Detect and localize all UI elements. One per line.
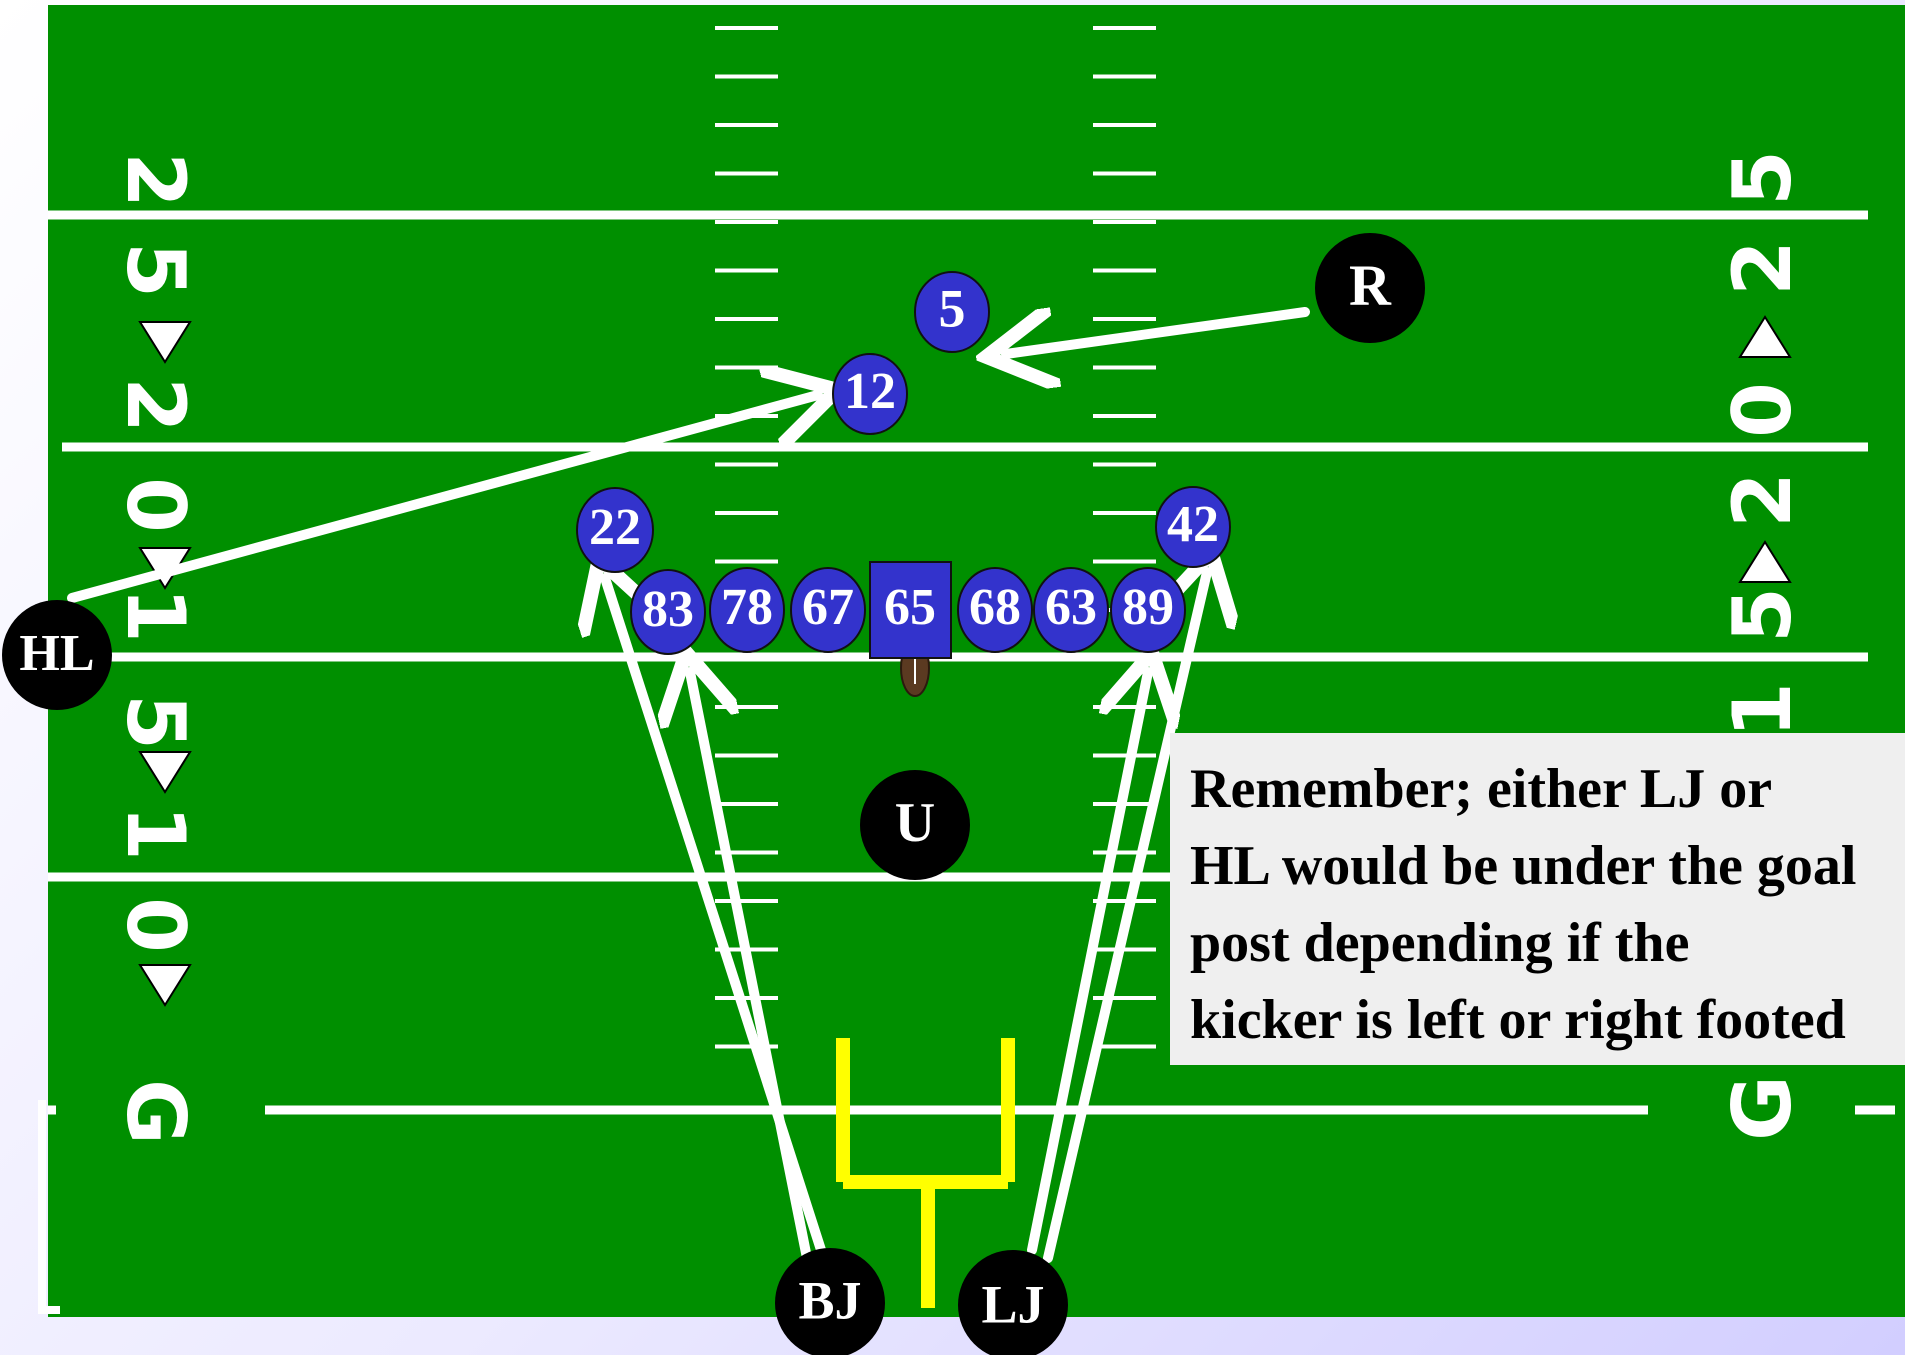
left-direction-arrows <box>138 321 192 1007</box>
left-yard-digit: 2 <box>109 152 202 208</box>
official-label: HL <box>19 625 94 682</box>
player-65-center: 65 <box>869 561 952 659</box>
player-number: 63 <box>1045 579 1097 636</box>
player-number: 83 <box>642 581 694 638</box>
triangle-arrow-icon <box>1738 315 1792 358</box>
player-number: 5 <box>939 278 966 338</box>
official-head-linesman: HL <box>2 600 112 710</box>
triangle-arrow-icon <box>138 321 192 364</box>
goal-post <box>836 1038 1015 1308</box>
arrow-lj-to-89 <box>1027 672 1148 1255</box>
official-umpire: U <box>860 770 970 880</box>
player-number: 78 <box>721 579 773 636</box>
player-12: 12 <box>832 353 908 435</box>
arrow-r-to-5 <box>1006 307 1310 354</box>
player-78: 78 <box>709 567 785 653</box>
left-yard-digit: 2 <box>109 377 202 433</box>
right-yard-digit: G <box>1716 1075 1809 1141</box>
official-label: BJ <box>798 1270 861 1330</box>
arrow-bj-to-83 <box>690 672 813 1268</box>
triangle-arrow-icon <box>138 751 192 794</box>
yard-lines <box>48 210 1895 1115</box>
right-yard-digit: 5 <box>1716 587 1809 643</box>
official-label: LJ <box>981 1274 1044 1334</box>
left-yard-digit: 5 <box>109 694 202 750</box>
player-number: 42 <box>1167 496 1219 553</box>
right-yard-digit: 2 <box>1716 240 1809 296</box>
player-42: 42 <box>1155 486 1231 568</box>
left-yard-numbers: 2 5 2 0 1 5 1 0 G <box>109 152 202 1145</box>
official-label: R <box>1349 252 1392 317</box>
player-5: 5 <box>914 271 990 353</box>
note-line: kicker is left or right footed <box>1190 989 1846 1051</box>
right-yard-digit: 0 <box>1716 382 1809 438</box>
official-label: U <box>895 792 935 854</box>
left-yard-digit: 0 <box>109 897 202 953</box>
note-line: Remember; either LJ or <box>1190 758 1773 820</box>
arrow-hl-to-12 <box>67 395 818 603</box>
right-yard-digit: 2 <box>1716 472 1809 528</box>
officials: R HL U BJ LJ <box>2 233 1425 1355</box>
official-referee: R <box>1315 233 1425 343</box>
player-67: 67 <box>790 567 866 653</box>
triangle-arrow-icon <box>1738 540 1792 583</box>
reminder-note: Remember; either LJ or HL would be under… <box>1170 733 1905 1065</box>
player-number: 68 <box>969 579 1021 636</box>
player-68: 68 <box>957 567 1033 653</box>
player-number: 67 <box>802 579 854 636</box>
player-89: 89 <box>1110 567 1186 653</box>
player-number: 12 <box>844 363 896 420</box>
field-border <box>38 1100 60 1314</box>
player-83: 83 <box>630 569 706 655</box>
player-number: 22 <box>589 499 641 556</box>
left-yard-digit: 1 <box>109 805 202 861</box>
official-line-judge: LJ <box>958 1250 1068 1355</box>
right-yard-numbers: 5 2 0 2 5 1 G <box>1716 150 1809 1141</box>
note-line: HL would be under the goal <box>1190 835 1857 897</box>
left-yard-digit: 1 <box>109 587 202 643</box>
movement-arrows <box>67 307 1310 1268</box>
left-yard-digit: 0 <box>109 477 202 533</box>
note-line: post depending if the <box>1190 912 1690 974</box>
official-back-judge: BJ <box>775 1248 885 1355</box>
player-number: 65 <box>884 579 936 636</box>
player-number: 89 <box>1122 579 1174 636</box>
players: 5 12 22 42 83 78 67 65 <box>576 271 1231 659</box>
right-yard-digit: 5 <box>1716 150 1809 206</box>
right-direction-arrows <box>1738 315 1792 583</box>
left-yard-digit: 5 <box>109 242 202 298</box>
player-22: 22 <box>576 487 654 573</box>
arrow-lj-to-42 <box>1043 572 1207 1263</box>
player-63: 63 <box>1033 567 1109 653</box>
right-yard-digit: 1 <box>1716 682 1809 738</box>
left-yard-digit: G <box>109 1079 202 1145</box>
triangle-arrow-icon <box>138 964 192 1007</box>
